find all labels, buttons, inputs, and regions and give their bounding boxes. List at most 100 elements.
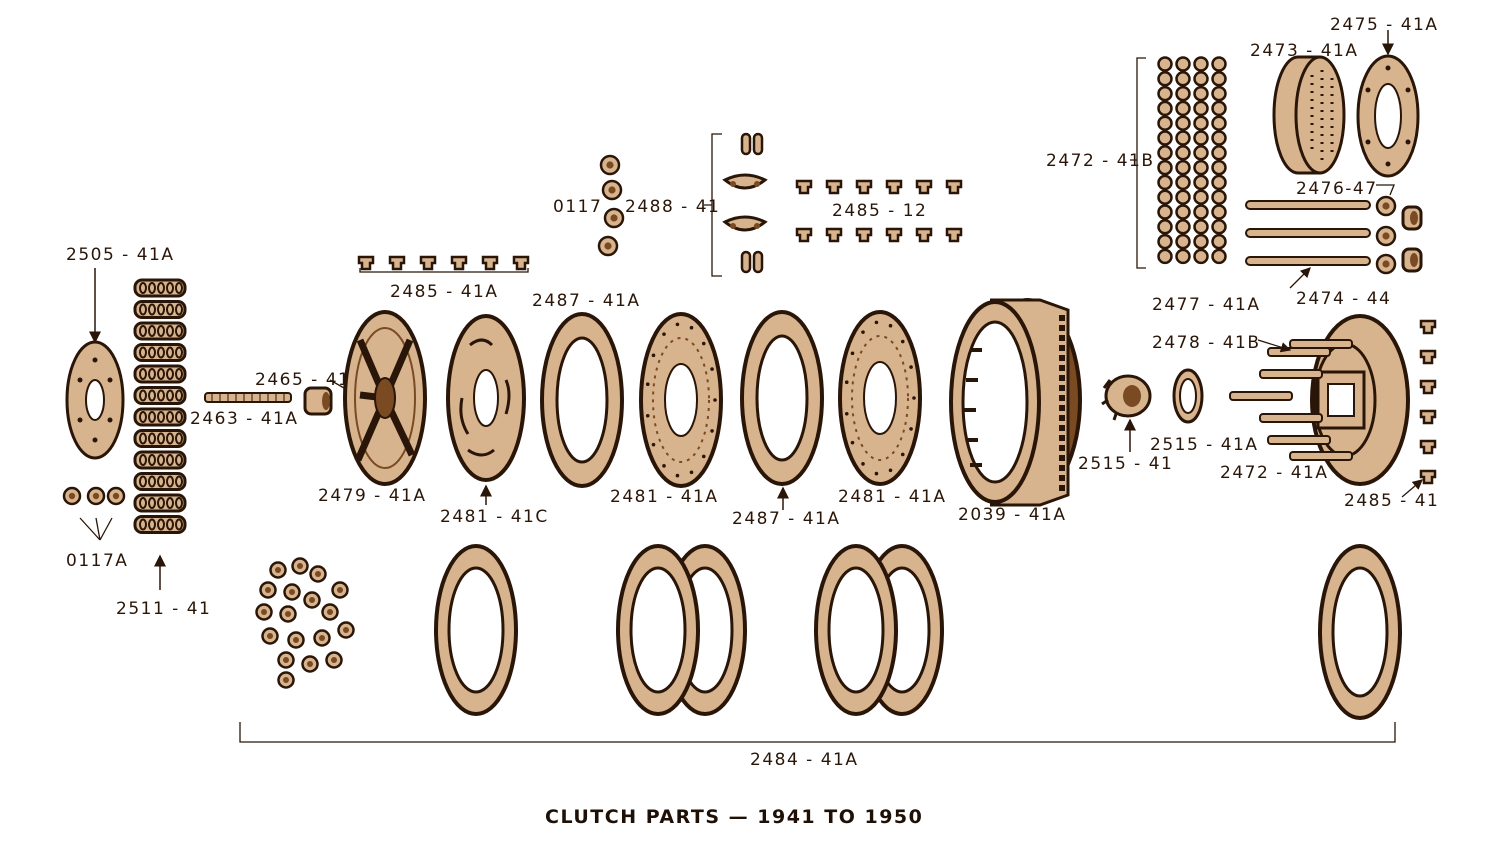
- label-2472-41A: 2472 - 41A: [1220, 463, 1328, 483]
- locknut: [1401, 205, 1423, 231]
- spring-coil: [133, 429, 187, 448]
- ball: [1193, 145, 1209, 161]
- lining-dot: [861, 462, 865, 466]
- ball: [1211, 174, 1227, 191]
- ball: [1157, 204, 1173, 220]
- clips-2488-41: [722, 132, 768, 274]
- clutch-drum-2039: [949, 298, 1082, 507]
- ball: [1175, 189, 1191, 205]
- ball: [1211, 56, 1227, 72]
- ball: [1211, 219, 1227, 235]
- rivet: [277, 651, 295, 669]
- label-2039-41A: 2039 - 41A: [958, 505, 1066, 525]
- spring-coil: [133, 321, 187, 341]
- ball: [1175, 174, 1191, 191]
- ball: [1175, 204, 1191, 220]
- label-2485-41A: 2485 - 41A: [390, 282, 498, 302]
- cap-nut: [357, 255, 375, 271]
- ball: [1211, 130, 1227, 146]
- label-2505-41A: 2505 - 41A: [66, 245, 174, 265]
- cap-nut: [945, 179, 963, 195]
- link-plate: [722, 215, 768, 232]
- ball: [1175, 159, 1191, 176]
- rivet: [337, 621, 355, 639]
- nuts-2485-41A: [357, 255, 530, 271]
- stud: [1259, 413, 1323, 423]
- disc-2481-41A-b: [838, 310, 922, 486]
- hub-2515-41: [1101, 374, 1152, 421]
- label-2511-41: 2511 - 41: [116, 599, 211, 619]
- disc-2481-41C: [446, 314, 526, 482]
- lining-dot: [844, 412, 849, 416]
- ball: [1211, 85, 1227, 102]
- diagram-caption: CLUTCH PARTS — 1941 TO 1950: [545, 806, 923, 828]
- label-2515-41A: 2515 - 41A: [1150, 435, 1258, 455]
- nuts-0117A: [62, 486, 126, 506]
- ball: [1211, 100, 1227, 117]
- ball: [1193, 189, 1209, 205]
- lining-dot: [645, 414, 650, 418]
- ball: [1175, 100, 1191, 117]
- ball: [1157, 174, 1173, 191]
- lining-ring-1: [434, 544, 518, 716]
- cap-nut: [1419, 439, 1437, 455]
- label-2473-41A: 2473 - 41A: [1250, 41, 1358, 61]
- ball: [1193, 233, 1209, 250]
- spring-coil: [133, 343, 187, 362]
- lining-dot: [675, 473, 680, 478]
- cap-nut: [855, 179, 873, 195]
- cap-nut: [1419, 319, 1437, 335]
- cap-nut: [1419, 469, 1437, 485]
- lining-dot: [662, 464, 666, 468]
- ball: [1211, 159, 1227, 176]
- plate-2487-41A-b: [740, 310, 824, 486]
- nut: [106, 486, 126, 506]
- plate-2487-41A-a: [540, 312, 624, 488]
- label-2476-47: 2476-47: [1296, 179, 1378, 199]
- ball: [1157, 189, 1173, 205]
- cap-nut: [1419, 379, 1437, 395]
- rivet: [279, 605, 297, 623]
- ball: [1175, 145, 1191, 161]
- label-2472-41B: 2472 - 41B: [1046, 151, 1155, 171]
- cap-nut: [945, 227, 963, 243]
- ball: [1175, 71, 1191, 87]
- label-2478-41B: 2478 - 41B: [1152, 333, 1261, 353]
- lining-dot: [909, 365, 913, 369]
- ball: [1175, 115, 1191, 131]
- lining-dot: [888, 323, 893, 328]
- cap-nut: [915, 227, 933, 243]
- cap-nut: [885, 179, 903, 195]
- lining-dot: [713, 398, 717, 402]
- rivet: [269, 561, 287, 579]
- lining-dot: [710, 429, 714, 433]
- ball: [1157, 248, 1173, 265]
- lining-dot: [912, 396, 916, 400]
- ball: [1157, 71, 1173, 87]
- rivet: [261, 627, 279, 645]
- spring-coil: [133, 450, 187, 470]
- pushrods-2477-41A: [1245, 200, 1371, 266]
- label-0117A: 0117A: [66, 551, 128, 571]
- label-2515-41: 2515 - 41: [1078, 454, 1173, 474]
- stud: [1259, 369, 1323, 379]
- bracket-2484: [239, 722, 1396, 743]
- lining-dot: [689, 470, 694, 475]
- clip: [740, 132, 764, 156]
- ball: [1211, 248, 1227, 265]
- lining-dot: [710, 367, 714, 371]
- stud: [1289, 451, 1353, 461]
- ball: [1175, 85, 1191, 102]
- ball: [1157, 233, 1173, 250]
- adjusters-2476-47: [1375, 195, 1423, 275]
- lining-dot: [689, 325, 694, 330]
- spring-coil: [133, 407, 187, 427]
- lining-dot: [874, 320, 879, 325]
- disc-2481-41A-a: [639, 312, 723, 488]
- cap-nut: [512, 255, 530, 271]
- rivet: [277, 671, 295, 689]
- ball: [1157, 115, 1173, 131]
- ball: [1175, 130, 1191, 146]
- adjuster-nut: [1375, 225, 1397, 247]
- lining-dot: [662, 332, 666, 336]
